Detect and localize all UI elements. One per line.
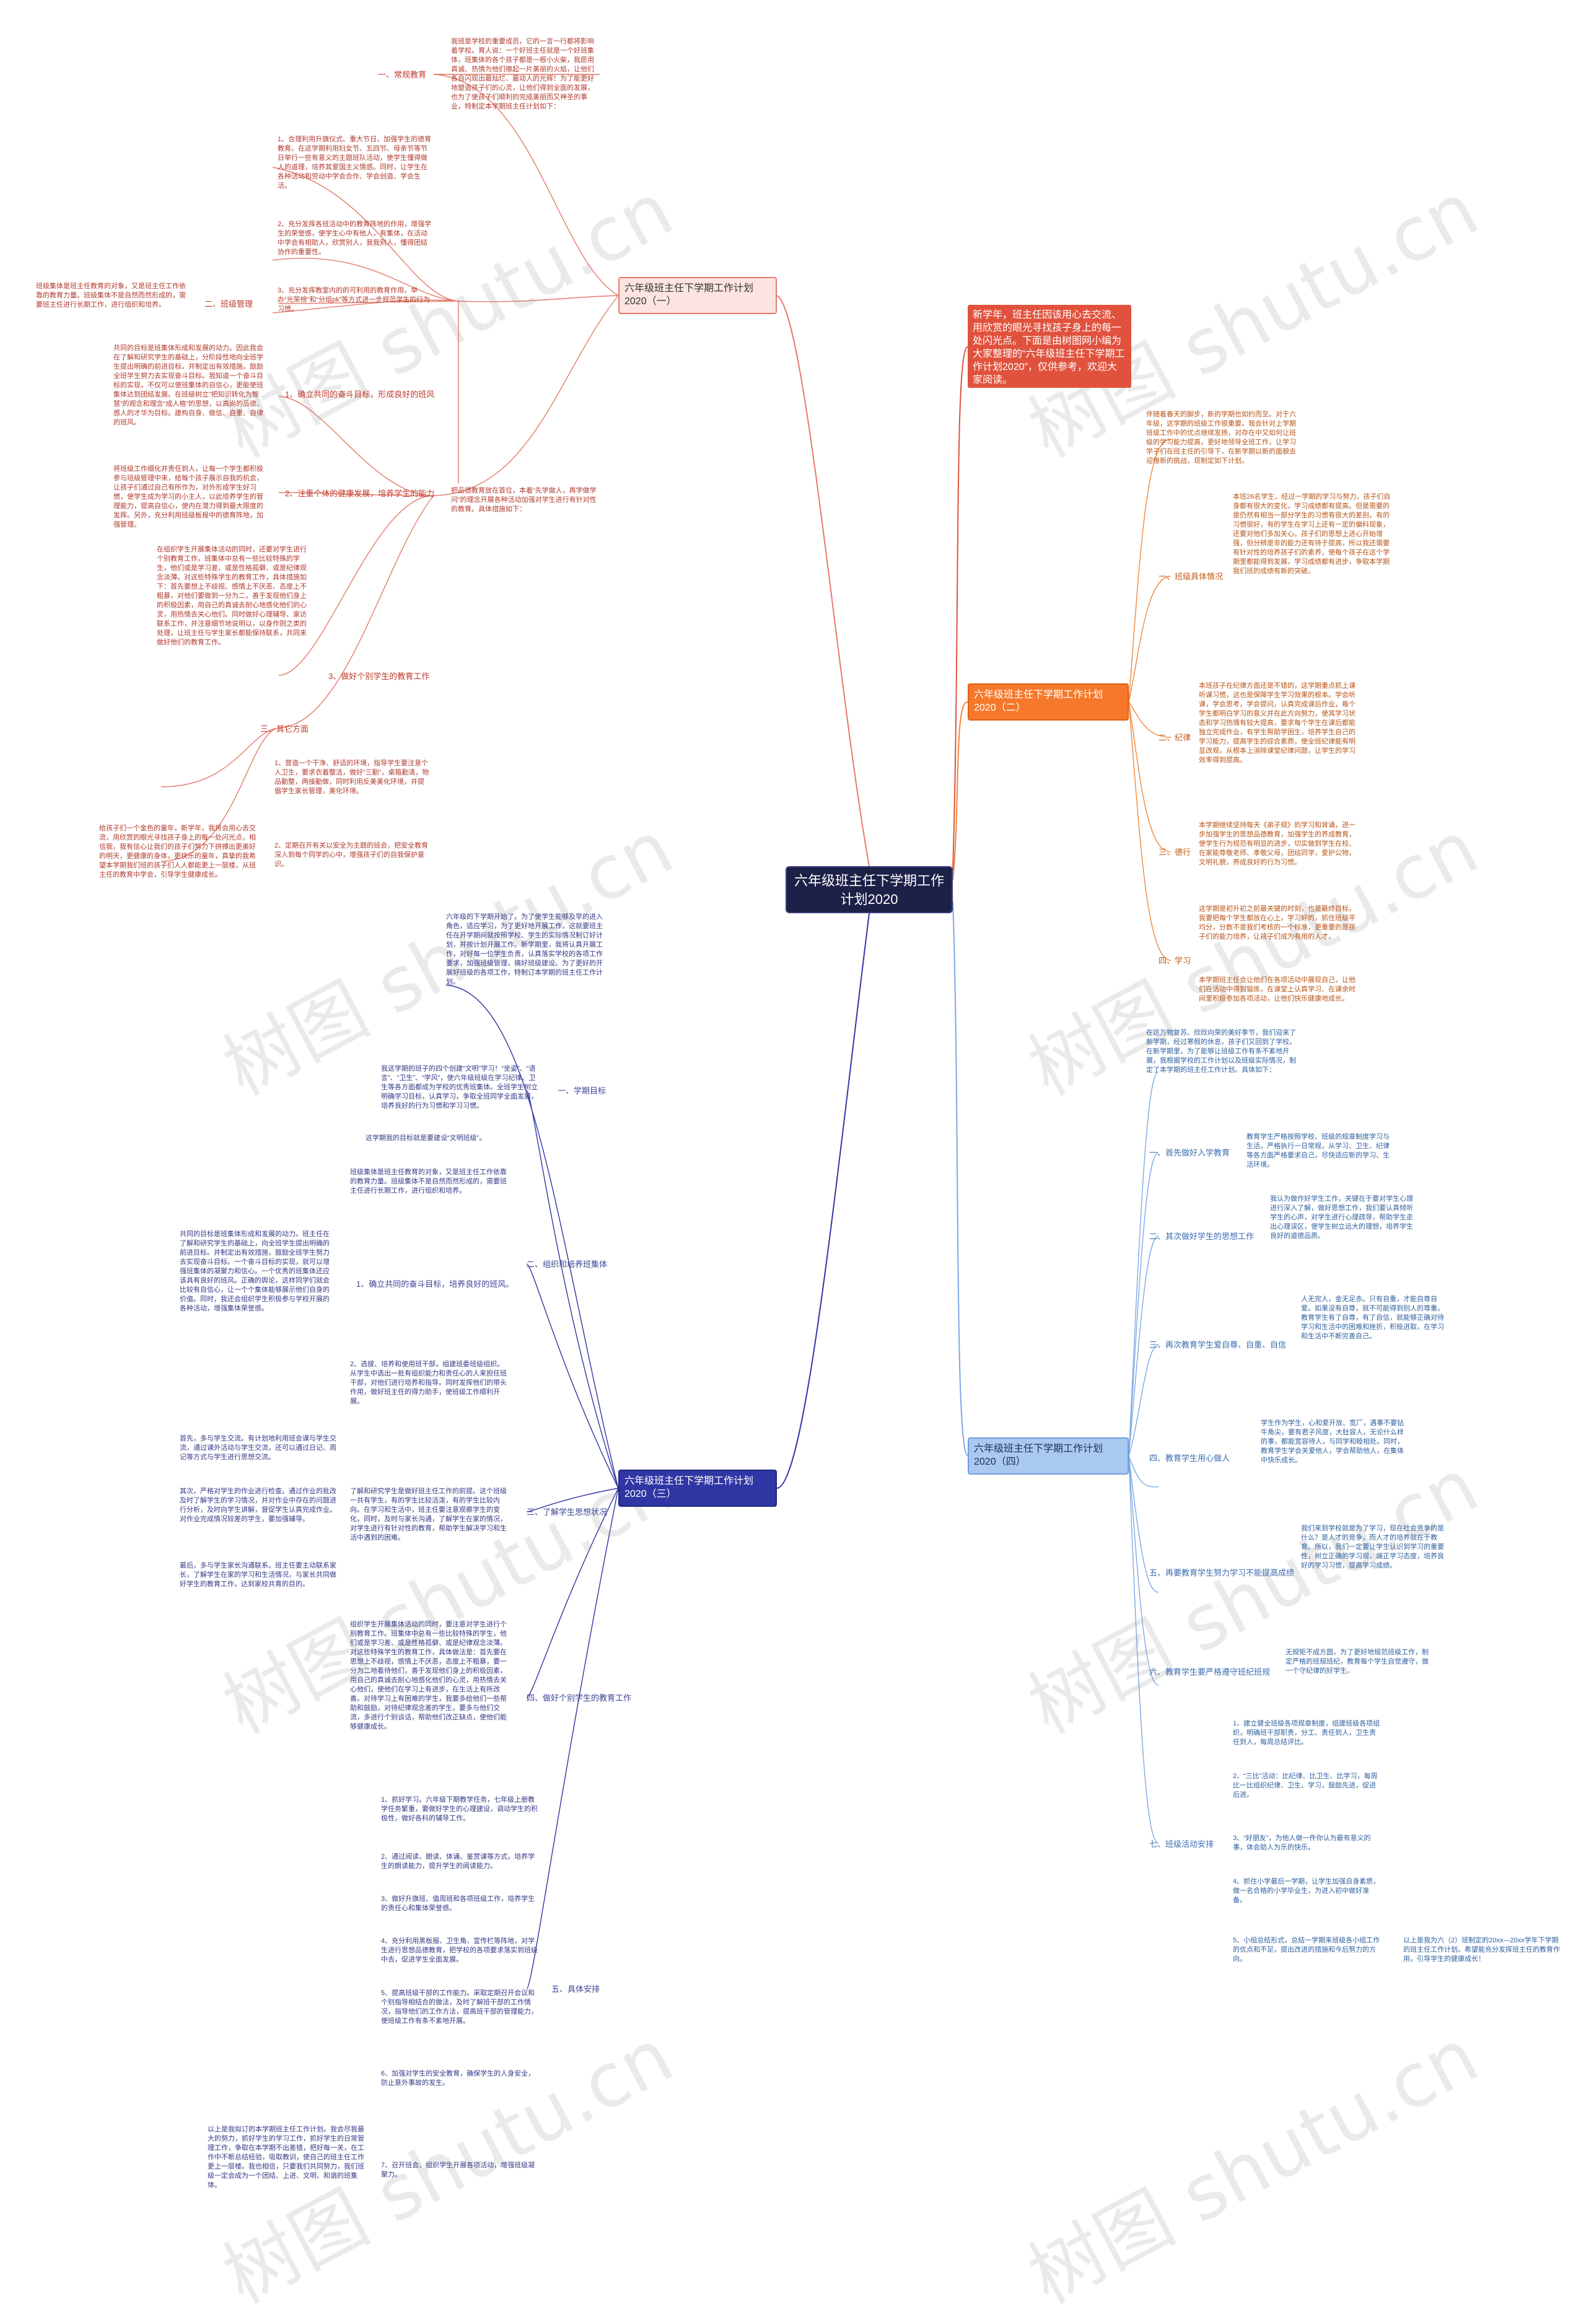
b3-item-7: 7、召开班会、组织学生开展各项活动，增强班级凝聚力。 [381,2162,535,2178]
branch-plan-4[interactable]: 六年级班主任下学期工作计划2020（四） [968,1437,1129,1475]
b4-item-1: 1、建立健全班级各项规章制度，组建班级各项组织，明确班干部职责，分工、责任到人，… [1233,1720,1380,1746]
b3-item-1: 1、抓好学习。六年级下期教学任务，七年级上册教学任务繁重，要做好学生的心理建设，… [381,1796,538,1822]
b1-item-1b: 2、充分发挥各班活动中的教育阵地的作用，增强学生的荣誉感，使学生心中有他人，有集… [278,221,432,256]
branch-plan-1[interactable]: 六年级班主任下学期工作计划2020（一） [618,277,777,314]
b4-topic-thought[interactable]: 二、其次做好学生的思想工作 [1149,1232,1255,1241]
b4-item-5: 5、小组总结形式，总结一学期来班级各小组工作的优点和不足，提出改进的措施和今后努… [1233,1937,1380,1963]
b1-text-routine: 我班是学校的重要成员，它的一言一行都将影响着学校。育人说：一个好班主任就是一个好… [451,38,594,110]
b4-topic-heart[interactable]: 四、教育学生用心做人 [1149,1454,1230,1463]
branch-plan-3[interactable]: 六年级班主任下学期工作计划2020（三） [618,1470,777,1507]
b3-text-cadre: 2、选拔、培养和使用班干部，组建班委班级组织。从学生中选出一批有组织能力和责任心… [350,1361,507,1405]
b3-topic-class-goal[interactable]: 1、确立共同的奋斗目标，培养良好的班风。 [356,1279,514,1289]
b1-item-1a: 1、合理利用升旗仪式、重大节日、加强学生的德育教育。在这学期利用妇女节、五四节、… [278,136,432,190]
b3-item-4: 4、充分利用黑板报、卫生角、宣传栏等阵地，对学生进行思想品德教育，把学校的各项要… [381,1937,538,1963]
b3-topic-understand[interactable]: 三、了解学生思想状况 [527,1507,608,1517]
b3-item-6: 6、加强对学生的安全教育，确保学生的人身安全，防止意外事故的发生。 [381,2070,535,2087]
b3-text-class-goal: 共同的目标是班集体形成和发展的动力。班主任在了解和研究学生的基础上，向全班学生提… [180,1230,330,1312]
b4-item-2: 2、“三比”活动：比纪律、比卫生、比学习，每周比一比组织纪律、卫生、学习，鼓励先… [1233,1773,1378,1799]
b3-text-goal: 我这学期的班子的四个创建“文明”学习！“坐姿”、“语言”、“卫生”、“学风”，使… [381,1065,538,1110]
b4-text-top: 在这万物复苏、欣欣向荣的美好季节，我们迎来了新学期，经过寒假的休息，孩子们又回到… [1146,1029,1296,1074]
b4-text-rules: 无规矩不成方圆，为了更好地规范班级工作，制定严格的班规班纪，教育每个学生自觉遵守… [1286,1649,1429,1675]
b3-text-organize: 班级集体是班主任教育的对象，又是班主任工作依靠的教育力量。班级集体不是自然而然形… [350,1169,507,1195]
link-center-b2 [952,701,968,880]
b1-item-other-2: 2、定期召开有关以安全为主题的班会，把安全教育深入到每个同学的心中，增强孩子们的… [274,842,429,868]
b3-item-5: 5、提高班级干部的工作能力。采取定期召开会议和个别指导相结合的做法，及时了解班干… [381,1989,538,2025]
b2-topic-virtue[interactable]: 三、德行 [1159,848,1191,857]
b1-item-1c: 3、充分发挥教室内的的可利用的教育作用，举办“光荣榜”和“分组pk”等方式进一步… [278,287,431,313]
b3-topic-organize[interactable]: 二、组织和培养班集体 [527,1260,608,1269]
link-center-b3 [776,913,870,1489]
b1-text-class: 班级集体是班主任教育的对象，又是班主任工作依靠的教育力量。班级集体不是自然而然形… [36,283,186,309]
b4-text-heart: 学生作为学生，心和爱开放、宽厂，遇事不要钻牛角尖，要有君子风度，大肚容人，无论什… [1261,1419,1404,1464]
b1-topic-routine[interactable]: 一、常规教育 [378,70,427,79]
b1-topic-individual[interactable]: 2、注重个体的健康发展，培养学生的能力 [285,489,435,498]
b2-text-situation: 本班26名学生，经过一学期的学习与努力，孩子们自身都有很大的变化，学习成绩都有提… [1233,493,1391,575]
b2-topic-situation[interactable]: 一、班级具体情况 [1159,572,1224,581]
b4-text-selfrespect: 人无完人，金无足赤。只有自重，才能自尊自爱。如果没有自尊，就不可能得到别人的尊重… [1301,1296,1444,1340]
b3-text-understand-b: 其次，严格对学生的作业进行检查。通过作业的批改及时了解学生的学习情况，并对作业中… [180,1488,336,1523]
b4-topic-orientation[interactable]: 一、首先做好入学教育 [1149,1148,1230,1157]
b3-topic-goal[interactable]: 一、学期目标 [558,1086,607,1095]
b3-topic-special[interactable]: 四、做好个别学生的教育工作 [527,1693,632,1703]
b4-text-thought: 我认为做作好学生工作，关键在于要对学生心理进行深入了解，做好思想工作，我们要认真… [1270,1195,1413,1240]
b3-text-understand-a: 首先，多与学生交流。有计划地利用班会课与学生交流，通过课外活动与学生交流，还可以… [180,1435,336,1461]
b4-text-orientation: 教育学生严格按照学校、班级的规章制度学习与生活，严格执行一日常规，从学习、卫生、… [1246,1133,1390,1169]
b4-topic-activities[interactable]: 七、班级活动安排 [1149,1839,1214,1849]
b4-topic-rules[interactable]: 六、教育学生要严格遵守班纪班规 [1149,1667,1271,1677]
central-topic[interactable]: 六年级班主任下学期工作计划2020 [786,866,953,913]
b2-topic-discipline[interactable]: 二、纪律 [1159,733,1191,742]
b4-topic-selfrespect[interactable]: 三、再次教育学生爱自尊、自重、自信 [1149,1340,1287,1349]
mindmap-connectors [160,74,1172,1989]
b2-text-study-2: 本学期班主任会让他们在各项活动中展现自己，让他们在活动中得到锻炼，在课堂上认真学… [1199,976,1356,1002]
b2-text-study: 这学期是初升初之前最关键的时刻，也是最终目标，我要把每个学生都放在心上，学习好的… [1199,905,1356,941]
branch-plan-2[interactable]: 六年级班主任下学期工作计划2020（二） [968,683,1129,721]
b4-topic-grades[interactable]: 五、再要教育学生努力学习不能提高成绩 [1149,1568,1295,1577]
link-center-b1 [776,295,870,867]
b4-text-closing: 以上是我为六（2）班制定的20xx—20xx学年下学期的班主任工作计划。希望能充… [1403,1937,1560,1963]
b3-text-closing: 以上是我拟订的本学期班主任工作计划。我会尽我最大的努力，抓好学生的学习工作，抓好… [208,2126,364,2189]
b2-text-virtue: 本学期继续坚持每天《弟子规》的学习和背诵，进一步加强学生的思想品德教育，加强学生… [1199,822,1356,866]
b3-text-special: 组织学生开展集体活动的同时，要注意对学生进行个别教育工作。班集体中总有一些比较特… [350,1621,507,1730]
link-center-b4 [952,901,968,1457]
b1-topic-other[interactable]: 三、其它方面 [260,724,309,734]
b2-text-discipline: 本班孩子在纪律方面还是不错的，这学期重点抓上课听课习惯，这也是保障学生学习效果的… [1199,682,1356,764]
b1-topic-goal[interactable]: 1、确立共同的奋斗目标，形成良好的班风 [285,390,435,399]
b4-text-grades: 我们来到学校就是为了学习，现在社会竞争的是什么？是人才的竞争，而人才的培养就在于… [1301,1525,1444,1569]
b2-text-top: 伴随着春天的脚步，新的学期也如约而至。对于六年级，这学期的班级工作很重要。我会针… [1146,411,1296,465]
link-center-intro [952,346,968,871]
b1-text-individual: 将班级工作细化并责任到人，让每一个学生都积极参与班级管理中来，给每个孩子展示自我… [113,465,263,528]
b1-item-other-1: 1、营造一个干净、舒适的环境，指导学生要注意个人卫生，要求衣着整洁，做好“三勤”… [274,760,429,795]
b1-topic-special[interactable]: 3、做好个别学生的教育工作 [328,672,430,681]
b3-item-3: 3、做好升旗班、值周班和各项班级工作，培养学生的责任心和集体荣誉感。 [381,1895,535,1912]
b4-item-4: 4、抓住小学最后一学期，让学生加强自身素质，做一名合格的小学毕业生，为进入初中做… [1233,1878,1380,1904]
b1-topic-class[interactable]: 二、班级管理 [204,299,253,309]
intro-note[interactable]: 新学年，班主任因该用心去交流、用欣赏的眼光寻找孩子身上的每一处闪光点。下面是由树… [968,305,1131,388]
b3-text-understand: 了解和研究学生是做好班主任工作的前提。这个班级一共有学生，有的学生比较活泼，有的… [350,1488,507,1541]
b3-topic-schedule[interactable]: 五、具体安排 [551,1984,600,1994]
b3-item-2: 2、通过阅读、朗读、体诵、鉴赏课等方式，培养学生的朗读能力，提升学生的阅读能力。 [381,1853,535,1870]
b1-text-intro: 把品德教育放在首位，本着“先学做人，再学做学问”的理念开展各种活动加强对学生进行… [451,487,597,513]
b3-text-goal-2: 这学期我的目标就是要建设“文明班级”。 [366,1134,486,1142]
b1-text-special: 在组织学生开展集体活动的同时，还要对学生进行个别教育工作。班集体中总有一些比较特… [157,546,307,646]
b3-text-understand-c: 最后，多与学生家长沟通联系。班主任要主动联系家长，了解学生在家的学习和生活情况，… [180,1562,336,1588]
b4-item-3: 3、“好朋友”，为他人做一件你认为最有意义的事，体会助人为乐的快乐。 [1233,1835,1371,1851]
b1-text-goal: 共同的目标是班集体形成和发展的动力。因此我会在了解和研究学生的基础上，分阶段性地… [113,344,263,426]
b2-topic-study[interactable]: 四、学习 [1159,956,1191,965]
b3-text-top: 六年级的下学期开始了。为了使学生能够及早的进入角色，适应学习，为了更好地开展工作… [446,913,603,986]
b1-text-closing: 给孩子们一个金色的童年，新学年，我将会用心去交流，用欣赏的眼光寻找孩子身上的每一… [99,825,256,879]
